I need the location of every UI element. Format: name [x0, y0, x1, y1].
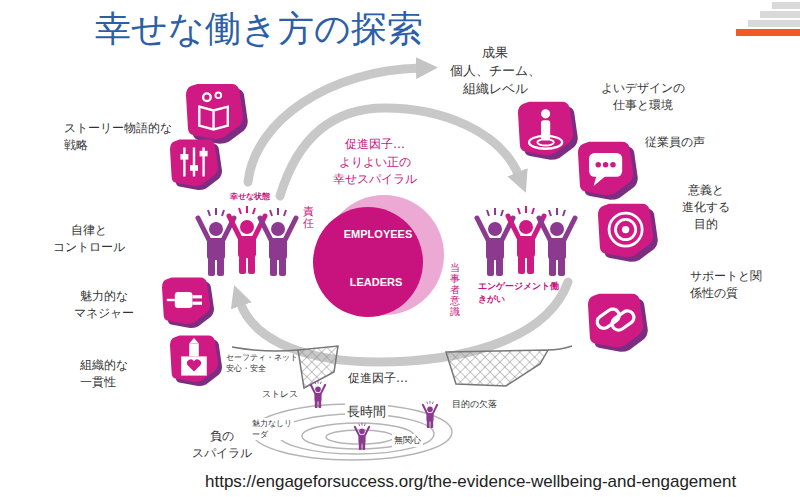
text-line: 促進因子…	[345, 137, 405, 151]
factor-label: よいデザインの 仕事と環境	[601, 80, 685, 114]
text-line: 係性の質	[690, 286, 738, 300]
stress-label: 目的の欠落	[450, 398, 499, 411]
stress-label: ストレス	[260, 388, 300, 401]
text-line: 個人、チーム、	[450, 63, 541, 78]
state-label: エンゲージメント働 きがい	[478, 280, 559, 305]
text-line: 進化する	[682, 200, 730, 214]
text-line: 成果	[482, 45, 508, 60]
factor-label: 意義と 進化する 目的	[682, 182, 730, 232]
text-line: 幸せな働き方の探索	[95, 8, 423, 49]
stress-label: 無関心	[392, 434, 423, 447]
text-line: 戦略	[64, 138, 88, 152]
text-line: スパイラル	[192, 446, 252, 460]
spiral-label: 負の スパイラル	[192, 428, 252, 462]
stress-label: 魅力なしリ ーダ	[250, 418, 294, 440]
voice-icon	[578, 142, 638, 200]
spiral-label: よりよい正の 幸せスパイラル	[333, 154, 417, 188]
text-line: 一貫性	[80, 375, 116, 389]
rim-label: 責任	[303, 206, 314, 230]
text-line: 魅力的な	[80, 289, 128, 303]
factor-label: ストーリー物語的な 戦略	[64, 120, 172, 154]
text-line: 目的の欠落	[452, 399, 497, 409]
autonomy-icon	[170, 140, 222, 190]
factor-label: サポートと関 係性の質	[690, 268, 762, 302]
factor-label: 自律と コントロール	[53, 222, 125, 256]
spiral-label: 促進因子…	[348, 370, 408, 387]
text-line: 長時間	[347, 404, 386, 419]
circle-label: EMPLOYEES	[344, 227, 412, 242]
text-line: ストレス	[262, 389, 298, 399]
text-line: ストーリー物語的な	[64, 121, 172, 135]
factor-label: 魅力的な マネジャー	[74, 288, 134, 322]
text-line: https://engageforsuccess.org/the-evidenc…	[205, 472, 736, 491]
circle-label: LEADERS	[350, 275, 403, 290]
spiral-label: 促進因子…	[345, 136, 405, 153]
text-line: 自律と	[71, 223, 107, 237]
core-circle: EMPLOYEES LEADERS	[310, 193, 448, 319]
title: 幸せな働き方の探索	[95, 4, 423, 54]
text-line: 幸せスパイラル	[333, 172, 417, 186]
text-line: サポートと関	[690, 269, 762, 283]
rim-label: 当事者意識	[450, 262, 460, 317]
support-icon	[588, 294, 648, 352]
engaged-people	[477, 206, 575, 276]
text-line: 安心・安全	[226, 364, 266, 373]
text-line: マネジャー	[74, 306, 134, 320]
text-line: コントロール	[53, 240, 125, 254]
state-label: 幸せな状態	[230, 191, 270, 202]
text-line: 組織的な	[80, 358, 128, 372]
factor-label: 従業員の声	[645, 134, 705, 151]
text-line: きがい	[478, 294, 505, 304]
manager-icon	[162, 278, 214, 328]
design-icon	[518, 102, 578, 160]
text-line: 負の	[210, 429, 234, 443]
text-line: エンゲージメント働	[478, 281, 559, 291]
factor-label: 組織的な 一貫性	[80, 357, 128, 391]
purpose-icon	[598, 204, 658, 262]
corner-steps	[736, 2, 800, 36]
text-line: 目的	[694, 217, 718, 231]
text-line: 促進因子…	[348, 371, 408, 385]
stressed-people	[311, 381, 437, 450]
text-line: 組織レベル	[463, 81, 528, 96]
outcome-label: 成果 個人、チーム、 組織レベル	[450, 44, 541, 99]
text-line: よりよい正の	[339, 155, 411, 169]
text-line: LEADERS	[350, 276, 403, 288]
consistency-icon	[170, 336, 222, 386]
text-line: EMPLOYEES	[344, 228, 412, 240]
text-line: 意義と	[688, 183, 724, 197]
text-line: 幸せな状態	[230, 192, 270, 201]
net-label: セーフティ・ネット 安心・安全	[226, 353, 298, 374]
text-line: 仕事と環境	[613, 98, 673, 112]
source-url: https://engageforsuccess.org/the-evidenc…	[205, 470, 736, 494]
text-line: 従業員の声	[645, 135, 705, 149]
text-line: 無関心	[394, 435, 421, 445]
circle-shape	[310, 193, 448, 319]
text-line: ーダ	[252, 430, 268, 439]
stress-label: 長時間	[345, 403, 388, 421]
strategy-icon	[186, 84, 248, 144]
happy-people	[198, 206, 296, 276]
text-line: 魅力なしリ	[252, 419, 292, 428]
safety-net	[232, 346, 572, 388]
text-line: よいデザインの	[601, 81, 685, 95]
text-line: セーフティ・ネット	[226, 353, 298, 362]
